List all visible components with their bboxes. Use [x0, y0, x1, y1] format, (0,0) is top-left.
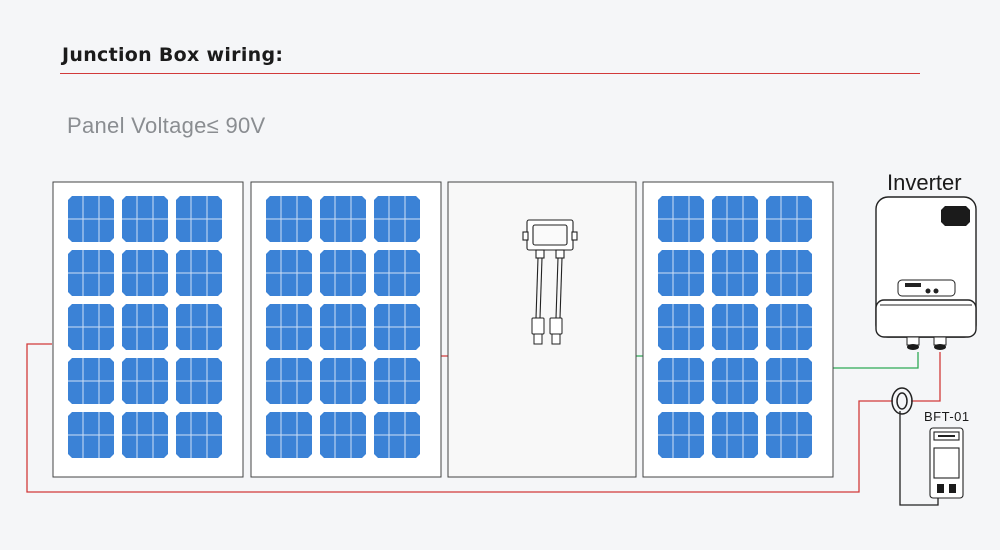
- panel-voltage-note: Panel Voltage≤ 90V: [67, 113, 266, 138]
- inverter-label: Inverter: [887, 170, 962, 195]
- inverter-knob-icon: [941, 206, 970, 226]
- red-wire-inverter: [911, 352, 941, 402]
- sensor-label: BFT-01: [924, 409, 970, 424]
- sensor-cable: [899, 411, 939, 506]
- page-title: Junction Box wiring:: [62, 44, 284, 66]
- green-wire-inverter: [833, 352, 919, 369]
- panel-1-cells: [67, 195, 223, 459]
- junction-box: [522, 219, 578, 319]
- title-underline: [60, 73, 920, 74]
- inverter: [875, 196, 977, 350]
- bft-01-meter: [929, 427, 964, 499]
- panel-2-cells: [265, 195, 421, 459]
- ct-sensor-ring-icon: [891, 387, 913, 415]
- mc4-connectors: [531, 317, 563, 345]
- panel-3-cells: [657, 195, 813, 459]
- red-wire-left: [26, 343, 893, 493]
- inverter-display: [897, 279, 956, 297]
